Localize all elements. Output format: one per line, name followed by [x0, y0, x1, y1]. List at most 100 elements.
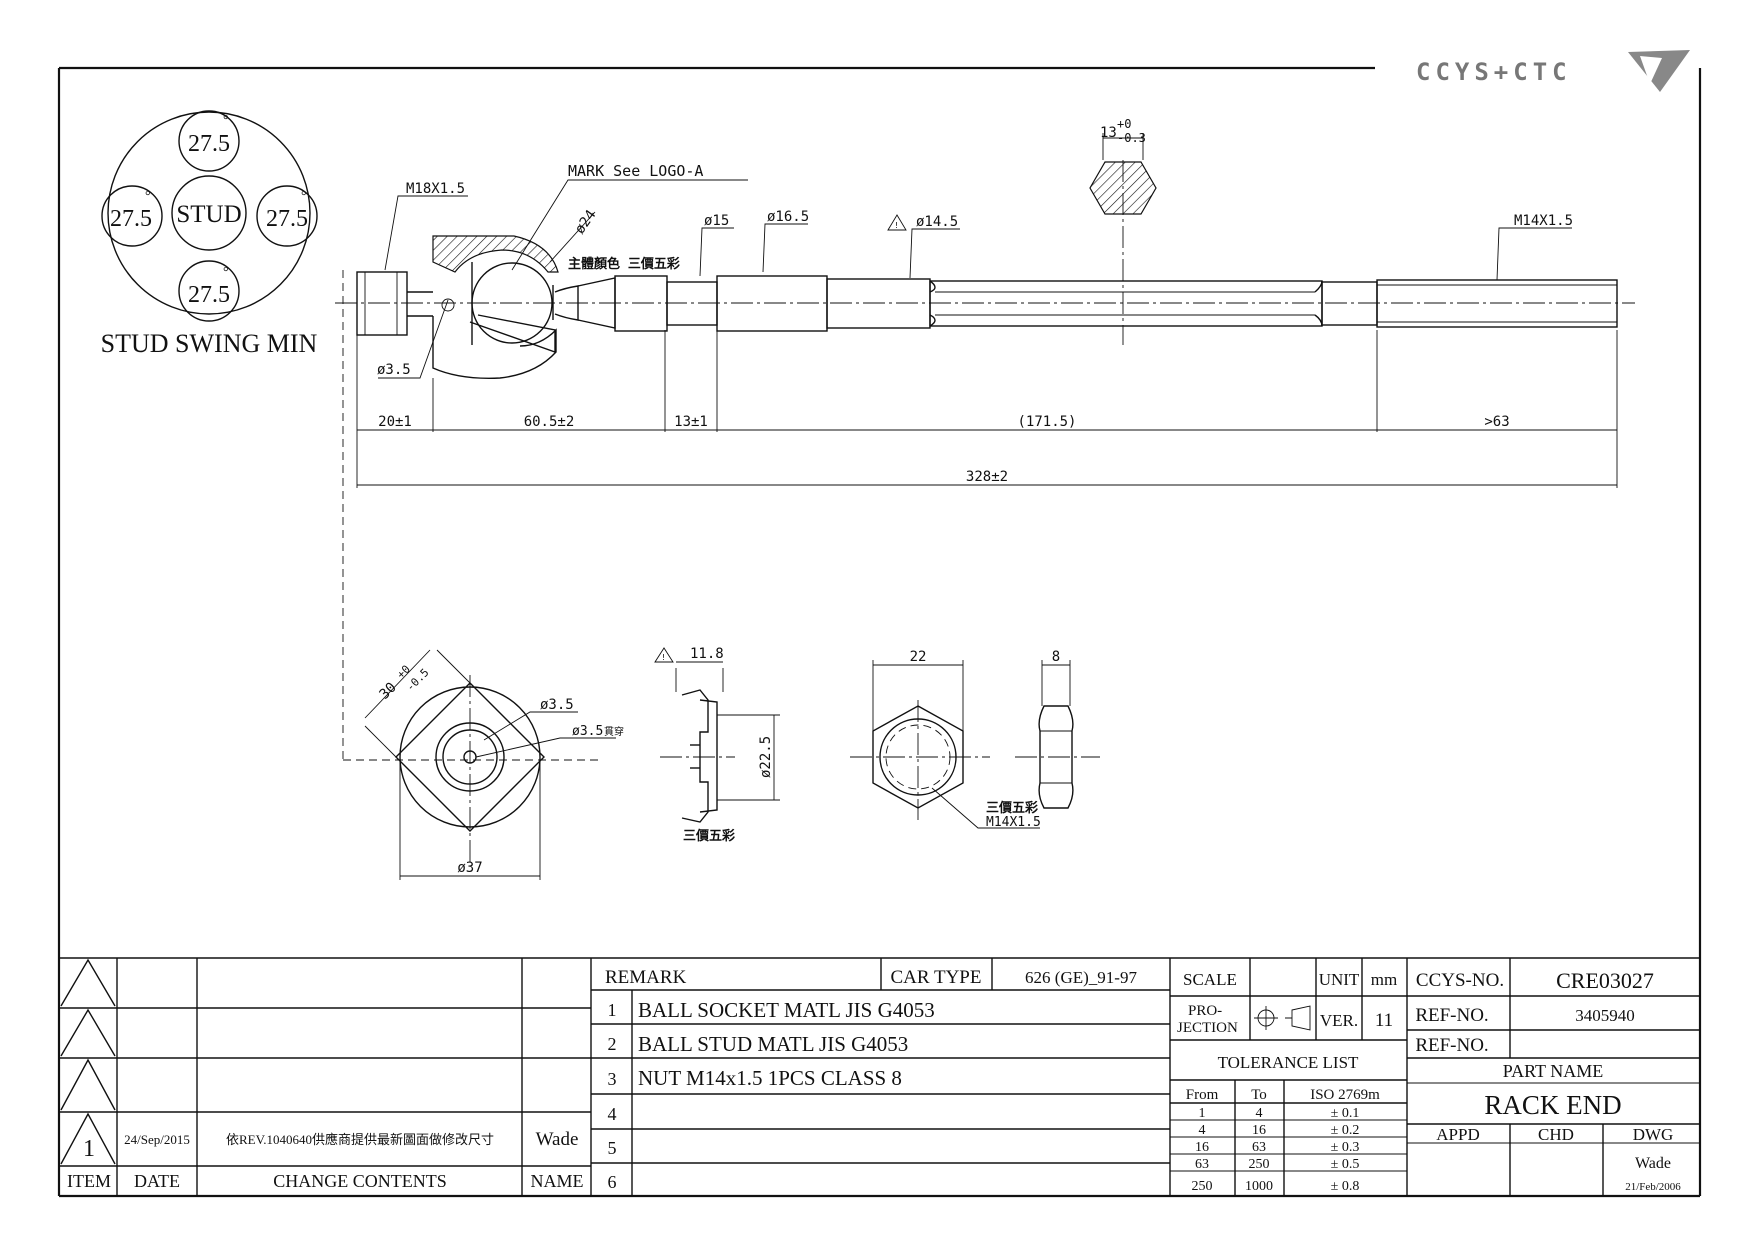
boot-view: ! 11.8 ø22.5 三價五彩: [654, 646, 780, 844]
part-name-label: PART NAME: [1503, 1061, 1603, 1081]
stud-center-label: STUD: [176, 201, 241, 228]
scale-label: SCALE: [1183, 970, 1237, 989]
rev-date: 24/Sep/2015: [124, 1132, 190, 1147]
remark-row: 6: [608, 1172, 617, 1192]
d35-label: ø3.5: [377, 362, 411, 378]
swing-angle-top: 27.5: [188, 131, 230, 157]
deg-mark: °: [301, 189, 307, 204]
remark-row: 4: [608, 1104, 617, 1124]
remark-no: 5: [608, 1138, 617, 1158]
nut-22: 22: [910, 649, 927, 665]
tol-cell: 63: [1195, 1157, 1209, 1172]
remark-row: 2 BALL STUD MATL JIS G4053: [608, 1032, 909, 1056]
m18-label: M18X1.5: [406, 181, 465, 197]
swing-angle-right: 27.5: [266, 206, 308, 232]
rev-header-item: ITEM: [67, 1171, 111, 1191]
tol-cell: 250: [1192, 1179, 1213, 1194]
tol-cell: ± 0.5: [1331, 1157, 1360, 1172]
dim-171-5: (171.5): [1017, 414, 1076, 430]
rev-header-name: NAME: [531, 1171, 584, 1191]
view-d37-label: ø37: [457, 860, 482, 876]
dwg-label: DWG: [1633, 1125, 1674, 1144]
dim-63: >63: [1484, 414, 1509, 430]
car-type-label: CAR TYPE: [891, 967, 982, 988]
body-color-label: 主體顏色 三價五彩: [568, 256, 680, 272]
remark-row: 1 BALL SOCKET MATL JIS G4053: [608, 998, 935, 1022]
remark-text: NUT M14x1.5 1PCS CLASS 8: [638, 1066, 902, 1090]
view-d35b-label: ø3.5: [572, 724, 603, 739]
ccys-label: CCYS-NO.: [1416, 970, 1504, 991]
remark-header: REMARK: [605, 967, 687, 988]
remark-no: 3: [608, 1069, 617, 1089]
part-name: RACK END: [1484, 1090, 1621, 1120]
chd-label: CHD: [1538, 1125, 1574, 1144]
projection-label-2: JECTION: [1177, 1020, 1238, 1036]
remark-text: BALL STUD MATL JIS G4053: [638, 1032, 908, 1056]
dim-328: 328±2: [966, 469, 1008, 485]
socket-bottom-view: ø3.5 ø37 30 +0 -0.5 ø3.5 ø3.5 貫穿: [343, 649, 624, 880]
tol-cell: 1: [1199, 1106, 1206, 1121]
d165-label: ø16.5: [767, 209, 809, 225]
rev-header-contents: CHANGE CONTENTS: [273, 1171, 447, 1191]
rev-name: Wade: [536, 1129, 579, 1150]
logo-text: CCYS+CTC: [1416, 58, 1572, 86]
projection-label-1: PRO-: [1188, 1003, 1222, 1019]
remark-no: 6: [608, 1172, 617, 1192]
tol-cell: ± 0.8: [1331, 1179, 1360, 1194]
view-30-label: 30: [377, 679, 400, 702]
tol-cell: 16: [1252, 1123, 1266, 1138]
boot-11-8: 11.8: [690, 646, 724, 662]
rev-header-date: DATE: [134, 1171, 180, 1191]
tol-cell: 4: [1256, 1106, 1263, 1121]
unit-value: mm: [1371, 970, 1397, 989]
boot-22-5: ø22.5: [758, 736, 774, 778]
rack-end-side-view: 13 +0 -0.3: [335, 117, 1635, 760]
nut-color-label: 三價五彩: [986, 800, 1038, 816]
dim-60-5: 60.5±2: [524, 414, 575, 430]
hex-dim: 13: [1100, 125, 1117, 141]
third-angle-projection-icon: [1254, 1005, 1311, 1031]
nut-8: 8: [1052, 649, 1060, 665]
ver-value: 11: [1375, 1010, 1393, 1031]
dwg-date: 21/Feb/2006: [1625, 1181, 1681, 1193]
length-dimensions: 20±1 60.5±2 13±1 (171.5) >63 328±2: [356, 330, 1618, 488]
mark-label: MARK See LOGO-A: [568, 162, 703, 180]
tol-cell: 63: [1252, 1140, 1266, 1155]
hex-tol-dn: -0.3: [1117, 131, 1146, 145]
unit-label: UNIT: [1319, 970, 1360, 989]
m14-label: M14X1.5: [1514, 213, 1573, 229]
dim-13: 13±1: [674, 414, 708, 430]
ref-no: 3405940: [1575, 1006, 1635, 1025]
hex-tol-up: +0: [1117, 117, 1131, 131]
tol-cell: ± 0.2: [1331, 1123, 1360, 1138]
title-block: 1 24/Sep/2015 依REV.1040640供應商提供最新圖面做修改尺寸…: [59, 957, 1700, 1196]
tol-cell: 4: [1199, 1123, 1206, 1138]
warn-mark: !: [894, 221, 899, 230]
sheet-border: [57, 66, 1702, 1198]
boot-color-label: 三價五彩: [683, 828, 735, 844]
nut-m14-label: M14X1.5: [986, 815, 1041, 830]
d15-label: ø15: [704, 213, 729, 229]
tol-header-to: To: [1251, 1087, 1267, 1103]
tol-cell: ± 0.3: [1331, 1140, 1360, 1155]
car-type-value: 626 (GE)_91-97: [1025, 968, 1137, 987]
warn-mark: !: [661, 653, 666, 662]
swing-angle-bottom: 27.5: [188, 282, 230, 308]
tol-cell: 250: [1249, 1157, 1270, 1172]
rev-contents: 依REV.1040640供應商提供最新圖面做修改尺寸: [226, 1132, 494, 1147]
ref-label-2: REF-NO.: [1415, 1035, 1488, 1056]
view-d35-label: ø3.5: [540, 697, 574, 713]
company-logo: CCYS+CTC: [1416, 50, 1690, 92]
tol-cell: 16: [1195, 1140, 1209, 1155]
nut-side-view: 8: [1015, 649, 1100, 809]
nut-front-view: 22 三價五彩 M14X1.5: [850, 649, 1041, 830]
tol-cell: 1000: [1245, 1179, 1273, 1194]
tolerance-title: TOLERANCE LIST: [1218, 1053, 1359, 1072]
ccys-no: CRE03027: [1556, 968, 1654, 993]
ver-label: VER.: [1320, 1011, 1358, 1030]
remark-row: 5: [608, 1138, 617, 1158]
tol-header-iso: ISO 2769m: [1310, 1087, 1380, 1103]
remark-no: 2: [608, 1034, 617, 1054]
deg-mark: °: [223, 265, 229, 280]
